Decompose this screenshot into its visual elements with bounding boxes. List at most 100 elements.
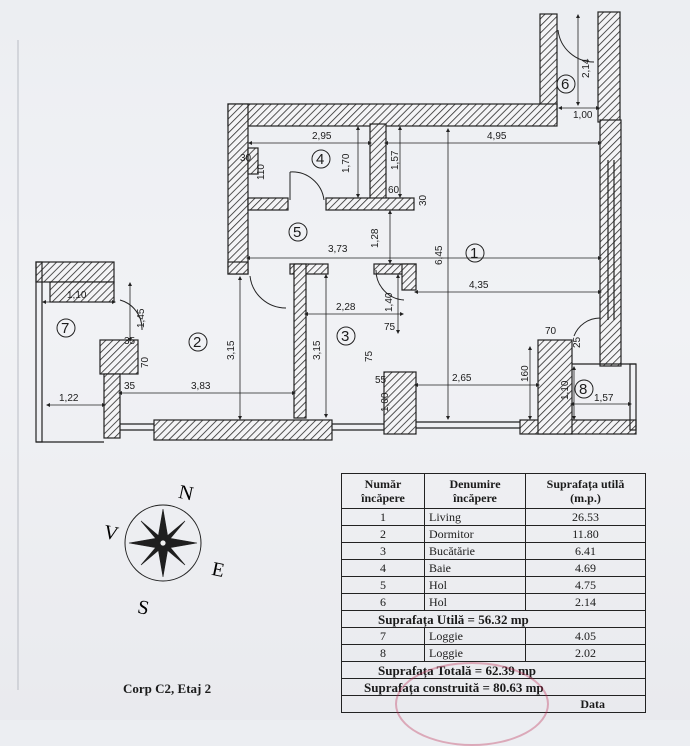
row-name: Loggie (424, 644, 526, 662)
wall-bedroom-left-lower (103, 373, 121, 439)
room-4-circle (311, 149, 331, 169)
room-5-label: 5 (293, 224, 301, 241)
loggia7-outer-edge (35, 261, 43, 443)
dim-4-35: 4,35 (469, 280, 489, 291)
table-row: 2 Dormitor 11.80 (341, 525, 646, 543)
dim-75-b: 75 (364, 350, 375, 362)
dim-3-73: 3,73 (328, 244, 348, 255)
room-3-circle (336, 326, 356, 346)
row-area: 6.41 (525, 542, 646, 560)
wall-kitchen-left (293, 263, 307, 419)
table-row: 6 Hol 2.14 (341, 593, 646, 611)
room-number-labels: 1 2 3 4 5 6 7 8 (61, 76, 587, 398)
dim-160: 160 (520, 365, 531, 382)
dim-3-83: 3,83 (191, 381, 211, 392)
dim-1-10: 1,10 (67, 290, 87, 301)
dim-1-28: 1,28 (370, 228, 381, 248)
table-row: 5 Hol 4.75 (341, 576, 646, 594)
room-8-circle (574, 379, 594, 399)
table-row: 7 Loggie 4.05 (341, 627, 646, 645)
room-4-label: 4 (316, 151, 324, 168)
row-nr: 3 (341, 542, 425, 560)
row-nr: 4 (341, 559, 425, 577)
dim-1-22: 1,22 (59, 393, 79, 404)
row-area: 11.80 (525, 525, 646, 543)
wall-hall-bottom-left (227, 261, 249, 275)
wall-bottom-a (153, 419, 333, 441)
wall-bath-bottom-a (247, 197, 289, 211)
dim-2-28: 2,28 (336, 302, 356, 313)
dim-3-15-b: 3,15 (312, 340, 323, 360)
row-area: 4.75 (525, 576, 646, 594)
row-name: Living (424, 508, 526, 526)
wall-right (599, 119, 622, 367)
room-6-circle (556, 74, 576, 94)
table-row: 3 Bucătărie 6.41 (341, 542, 646, 560)
dim-30-b: 30 (418, 194, 429, 206)
compass-rose (124, 504, 202, 582)
table-row: 4 Baie 4.69 (341, 559, 646, 577)
wall-bath-left (247, 147, 259, 175)
row-name: Loggie (424, 627, 526, 645)
room-6-label: 6 (561, 76, 569, 93)
dim-1-10-b: 1,10 (560, 380, 571, 400)
dim-110: 110 (256, 164, 267, 180)
row-nr: 1 (341, 508, 425, 526)
compass-v: V (102, 521, 121, 546)
row-nr: 8 (341, 644, 425, 662)
floor-plan: 2,95 4,95 1,00 2,14 30 110 1,70 1,57 60 … (17, 11, 637, 690)
dim-60: 60 (388, 185, 400, 196)
row-name: Bucătărie (424, 542, 526, 560)
door-loggia8 (573, 317, 601, 337)
wall-bath-bottom-b (325, 197, 415, 211)
room-numbers (56, 74, 594, 399)
row-area: 2.02 (525, 644, 646, 662)
table-header-row: Număr încăpere Denumire încăpere Suprafa… (341, 473, 646, 509)
dimension-lines (42, 14, 632, 420)
row-nr: 5 (341, 576, 425, 594)
door-swings (119, 29, 601, 337)
dim-25: 25 (572, 336, 583, 348)
room-1-label: 1 (470, 245, 478, 262)
wall-kitchen-right-upper (401, 263, 417, 291)
dim-35-b: 35 (124, 381, 136, 392)
walls (35, 11, 637, 441)
row-area: 26.53 (525, 508, 646, 526)
wall-corridor-right (597, 11, 621, 123)
row-nr: 2 (341, 525, 425, 543)
dim-4-95: 4,95 (487, 131, 507, 142)
building-caption: Corp C2, Etaj 2 (123, 681, 212, 696)
wall-left-upper (227, 103, 249, 275)
compass-labels: N E S V (102, 481, 227, 620)
room-3-label: 3 (341, 328, 349, 345)
dim-1-40: 1,40 (384, 292, 395, 312)
wall-loggia8-pier (537, 339, 573, 435)
table-row: 8 Loggie 2.02 (341, 644, 646, 662)
dim-1-00-b: 1,00 (380, 392, 391, 412)
compass-s: S (136, 596, 151, 620)
dim-2-14: 2,14 (581, 58, 592, 78)
door-entrance (557, 29, 595, 63)
room-7-label: 7 (61, 320, 69, 337)
compass-ring (124, 504, 202, 582)
row-name: Baie (424, 559, 526, 577)
stamp-seal (395, 662, 549, 746)
room-1-circle (465, 243, 485, 263)
room-7-circle (56, 318, 76, 338)
dim-2-95: 2,95 (312, 131, 332, 142)
dim-75: 75 (384, 322, 396, 333)
useful-area-total: Suprafața Utilă = 56.32 mp (341, 610, 646, 628)
room-5-circle (288, 222, 308, 242)
room-8-label: 8 (579, 381, 587, 398)
header-room-number: Număr încăpere (341, 473, 425, 509)
door-bath (289, 171, 325, 201)
row-area: 2.14 (525, 593, 646, 611)
compass-e: E (210, 558, 227, 582)
row-nr: 6 (341, 593, 425, 611)
dim-1-57: 1,57 (390, 150, 401, 170)
outlines (35, 160, 637, 443)
wall-top (227, 103, 558, 127)
room-2-label: 2 (193, 334, 201, 351)
wall-hall-bottom-mid (289, 263, 329, 275)
wall-loggia7-top (35, 261, 115, 283)
